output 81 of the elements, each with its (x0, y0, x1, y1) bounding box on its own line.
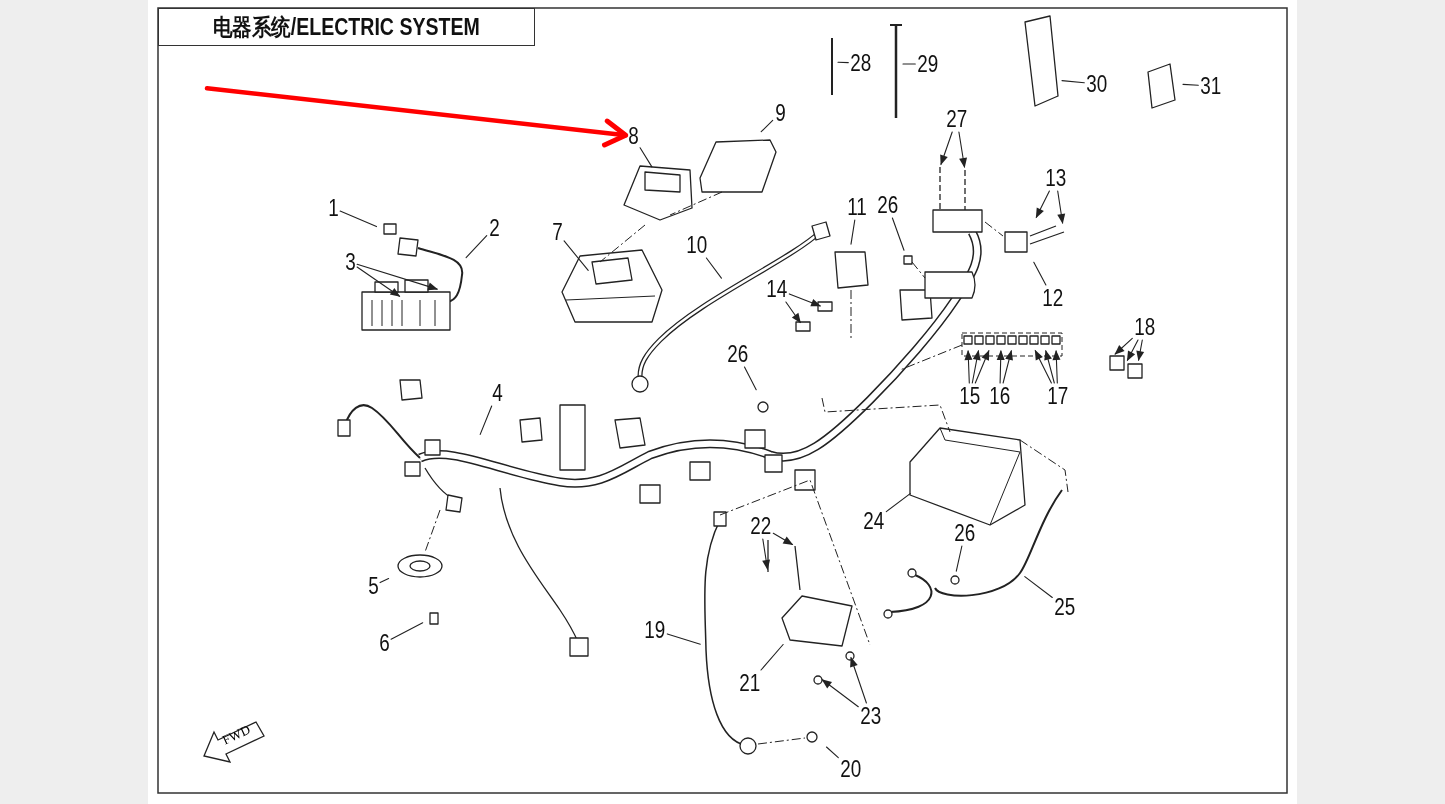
leader-line (1057, 190, 1066, 224)
callout-number: 3 (344, 250, 356, 274)
leader-line (958, 131, 968, 168)
callout-number: 1 (327, 196, 339, 220)
leader-line (1033, 261, 1047, 286)
leader-line (356, 263, 439, 291)
leader-line (821, 679, 859, 708)
leader-line (837, 61, 849, 64)
leader-line (785, 301, 801, 324)
callout-number: 25 (1054, 595, 1076, 619)
callout-number: 30 (1086, 72, 1108, 96)
leader-line (891, 217, 905, 251)
leader-line (1052, 350, 1061, 384)
leader-line (762, 538, 771, 570)
leader-line (1182, 83, 1199, 86)
leader-line (850, 219, 856, 245)
callout-number: 14 (766, 277, 788, 301)
callout-number: 24 (863, 509, 885, 533)
leader-line (479, 405, 493, 435)
leader-line (971, 349, 981, 384)
leader-line (1114, 337, 1133, 355)
callout-number: 28 (850, 51, 872, 75)
callout-number: 20 (840, 757, 862, 781)
leader-line (940, 131, 953, 166)
callout-number: 8 (627, 124, 639, 148)
callout-number: 18 (1134, 315, 1156, 339)
leader-line (666, 633, 701, 645)
callout-number: 19 (644, 618, 666, 642)
callout-number: 9 (774, 101, 786, 125)
leader-line (788, 293, 822, 307)
callout-number: 10 (686, 233, 708, 257)
title-box: 电器系统/ELECTRIC SYSTEM (158, 8, 535, 46)
callout-number: 5 (367, 574, 379, 598)
leader-line (339, 210, 378, 228)
leader-line (1035, 190, 1050, 219)
leader-line (1024, 576, 1053, 599)
leader-line (955, 545, 963, 572)
callout-number: 26 (727, 342, 749, 366)
callout-number: 26 (954, 521, 976, 545)
callout-number: 6 (378, 631, 390, 655)
leader-line (825, 746, 839, 759)
leader-line (996, 350, 1005, 384)
leader-line (1044, 349, 1055, 384)
leader-line (1034, 349, 1052, 384)
callout-number: 27 (946, 107, 968, 131)
leader-line (1061, 80, 1085, 84)
callout-number: 7 (551, 220, 563, 244)
leader-line (964, 350, 973, 384)
pointer-arrow (204, 86, 629, 148)
leader-line (772, 532, 794, 546)
callout-number: 4 (491, 381, 503, 405)
leader-line (760, 119, 774, 133)
callout-number: 31 (1200, 74, 1222, 98)
leader-line (705, 257, 722, 279)
callout-number: 12 (1042, 286, 1064, 310)
leader-line (974, 349, 990, 384)
leader-line (1126, 339, 1139, 362)
callout-number: 29 (917, 52, 939, 76)
leader-line (563, 240, 589, 271)
leader-line (885, 493, 911, 513)
callout-number: 21 (739, 671, 761, 695)
callout-number: 22 (750, 514, 772, 538)
callout-number: 13 (1045, 166, 1067, 190)
leader-line (390, 622, 424, 640)
leader-line (902, 63, 916, 65)
leader-line (379, 578, 390, 584)
callout-number: 2 (488, 216, 500, 240)
callout-number: 16 (989, 384, 1011, 408)
callout-number: 23 (860, 704, 882, 728)
leader-line (1136, 339, 1145, 362)
leader-line (356, 266, 401, 297)
callout-number: 11 (847, 195, 867, 219)
leader-line (760, 643, 784, 671)
leader-line (743, 366, 757, 391)
leader-line (850, 656, 867, 704)
leader-line (465, 235, 488, 259)
callout-number: 26 (877, 193, 899, 217)
callout-number: 15 (959, 384, 981, 408)
leader-line (1002, 349, 1013, 384)
callout-number: 17 (1047, 384, 1069, 408)
leader-line (639, 147, 653, 168)
